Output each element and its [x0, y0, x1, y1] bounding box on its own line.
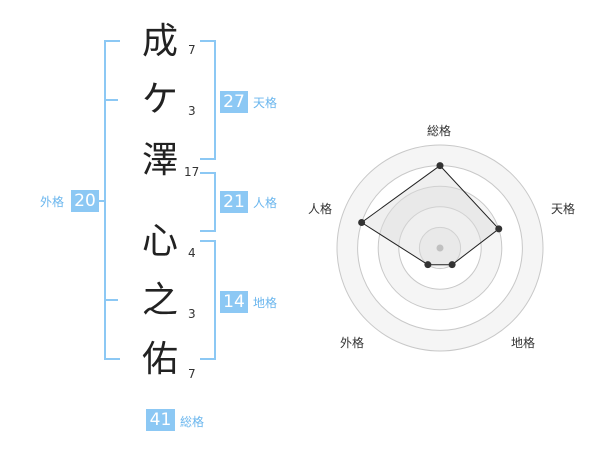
- stroke-count-6: 7: [188, 367, 196, 381]
- radar-axis-label-gaikaku: 外格: [340, 336, 365, 350]
- name-char-1: 成: [141, 21, 178, 62]
- chikaku-value-badge: 14: [220, 291, 248, 313]
- stroke-count-3: 17: [184, 165, 200, 179]
- radar-point-3: [448, 261, 456, 269]
- radar-axis-label-soukaku: 総格: [427, 124, 452, 138]
- radar-point-4: [424, 261, 432, 269]
- name-char-2: ケ: [141, 79, 178, 120]
- name-char-6: 佑: [141, 339, 178, 380]
- tenkaku-value-badge: 27: [220, 91, 248, 113]
- gaikaku-connector: [98, 200, 106, 202]
- soukaku-label: 総格: [180, 415, 205, 429]
- radar-point-5: [358, 219, 366, 227]
- stroke-count-5: 3: [188, 307, 196, 321]
- name-char-3: 澤: [141, 140, 178, 181]
- gaikaku-bracket-tick-upper: [106, 99, 118, 101]
- radar-axis-label-jinkaku: 人格: [308, 202, 333, 216]
- chikaku-bracket: [200, 240, 216, 360]
- jinkaku-bracket: [200, 172, 216, 232]
- tenkaku-bracket: [200, 40, 216, 160]
- soukaku-value-badge: 41: [146, 409, 175, 431]
- radar-axis-label-tenkaku: 天格: [551, 202, 576, 216]
- gaikaku-bracket-tick-lower: [106, 299, 118, 301]
- stroke-count-2: 3: [188, 104, 196, 118]
- chikaku-label: 地格: [253, 296, 278, 310]
- name-char-4: 心: [141, 221, 178, 262]
- radar-point-2: [495, 225, 503, 233]
- radar-value-polygon: [360, 164, 500, 266]
- radar-point-1: [436, 162, 444, 170]
- radar-center-point: [436, 244, 444, 252]
- stroke-count-1: 7: [188, 43, 196, 57]
- gaikaku-label: 外格: [40, 195, 65, 209]
- tenkaku-label: 天格: [253, 96, 278, 110]
- gaikaku-value-badge: 20: [71, 190, 99, 212]
- name-char-5: 之: [141, 280, 178, 321]
- jinkaku-label: 人格: [253, 196, 278, 210]
- radar-axis-label-chikaku: 地格: [511, 336, 536, 350]
- stroke-count-4: 4: [188, 246, 196, 260]
- jinkaku-value-badge: 21: [220, 191, 248, 213]
